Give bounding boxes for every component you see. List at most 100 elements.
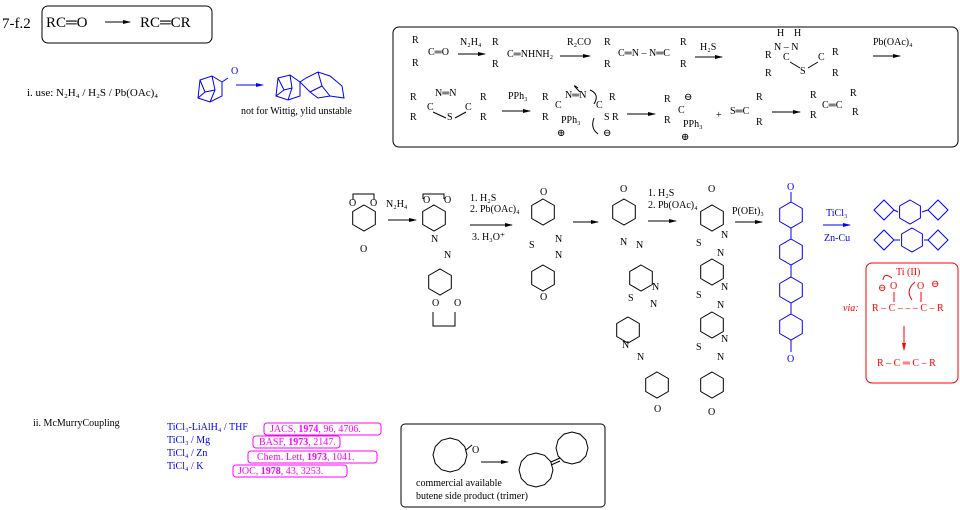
ring — [700, 204, 724, 232]
s-label: S — [529, 240, 535, 251]
r-label: R — [664, 115, 671, 126]
n-label: N — [620, 237, 627, 248]
ring — [779, 276, 803, 304]
n-label: N — [650, 299, 657, 310]
n-label: N — [622, 340, 629, 351]
adamantanone-structure — [197, 75, 229, 103]
reference-box — [232, 464, 348, 478]
o-label: O — [654, 404, 661, 415]
ring — [612, 198, 636, 226]
adamantanone-oxygen: O — [231, 66, 238, 77]
s-label: S — [696, 238, 702, 249]
o-label: O — [917, 281, 924, 292]
method-i-label: i. use: N₂H₄ / H₂S / Pb(OAc)₄ — [27, 87, 158, 99]
ring — [927, 229, 949, 251]
o-label: O — [890, 281, 897, 292]
ring — [422, 204, 446, 232]
r-label: R — [765, 50, 772, 61]
method-ii-label: ii. McMurryCoupling — [33, 418, 120, 429]
h-label: H — [777, 28, 784, 39]
ring — [779, 313, 803, 341]
r-label: R — [765, 68, 772, 79]
pph3-label: PPh₃ — [561, 115, 581, 126]
s-label: S — [447, 112, 453, 123]
ring — [901, 227, 923, 253]
s-label: S — [628, 293, 634, 304]
title-box — [41, 5, 213, 44]
reagent-n2h4: N₂H₄ — [386, 199, 408, 210]
r-label: R — [664, 94, 671, 105]
reagent-item: TiCl₃-LiAlH₄ / THF — [167, 422, 248, 433]
bond — [432, 111, 467, 119]
r-label: R — [756, 92, 763, 103]
s-label: S — [696, 342, 702, 353]
ring — [629, 264, 653, 292]
o-label: O — [708, 184, 715, 195]
minus-charge: ⊖ — [878, 283, 886, 294]
bond — [465, 444, 561, 466]
n-label: N — [444, 250, 451, 261]
c-label: C — [678, 105, 685, 116]
ring-structures — [352, 192, 949, 488]
hydrazone-label: C═NHNH₂ — [507, 49, 553, 60]
reagent-list: TiCl₃-LiAlH₄ / THF TiCl₃ / Mg TiCl₄ / Zn… — [167, 422, 248, 472]
n-label: N — [717, 300, 724, 311]
reference-item: BASF, 1973, 2147. — [259, 437, 336, 448]
minus-charge: ⊖ — [603, 128, 611, 139]
s-label: S — [604, 112, 610, 123]
n-label: N — [636, 240, 643, 251]
r-label: R — [480, 112, 487, 123]
c-label: C — [818, 52, 825, 63]
c-label: C — [465, 102, 472, 113]
s-label: S — [696, 290, 702, 301]
reagent-ticl3: TiCl₃ — [826, 208, 847, 219]
n-label: N — [721, 282, 728, 293]
ring — [428, 268, 452, 296]
r-label: R — [680, 59, 687, 70]
n-label: N — [721, 334, 728, 345]
ring — [531, 198, 555, 226]
thiadiazolidine-nn: N – N — [774, 42, 798, 53]
o-label: O — [370, 198, 377, 209]
step-b2: 2. Pb(OAc)₄ — [648, 200, 698, 211]
ring — [927, 199, 949, 221]
o-label: O — [444, 195, 451, 206]
r-label: R — [492, 37, 499, 48]
thioketone-label: S═C — [730, 106, 750, 117]
via-label: via: — [843, 303, 859, 314]
n-label: N — [431, 234, 438, 245]
r-label: R — [756, 117, 763, 128]
plus-charge: ⊕ — [557, 128, 565, 139]
reagent-n2h4: N₂H₄ — [460, 37, 482, 48]
references: JACS, 1974, 96, 4706. BASF, 1973, 2147. … — [232, 422, 382, 478]
r-label: R — [492, 59, 499, 70]
carbonyl-label: C═O — [428, 47, 449, 58]
method-i-note: not for Wittig, ylid unstable — [241, 106, 352, 117]
ring — [779, 238, 803, 266]
r-label: R — [832, 47, 839, 58]
via-box — [865, 262, 959, 384]
biadamantylidene-structure — [275, 71, 345, 101]
o-label: O — [787, 354, 794, 365]
ring — [899, 199, 921, 225]
product-chain: R – C ═ C – R — [877, 358, 936, 369]
example-note: butene side product (trimer) — [416, 491, 528, 502]
n-label: N — [721, 230, 728, 241]
o-label: O — [540, 187, 547, 198]
mechanism-row-2: R R C N═N C S R R PPh₃ R R C N═N PPh₃ ⊕ … — [410, 85, 859, 143]
ring — [531, 264, 555, 292]
r-label: R — [410, 92, 417, 103]
ring — [873, 199, 895, 221]
r-label: R — [542, 112, 549, 123]
n-label: N — [555, 250, 562, 261]
reagent-item: TiCl₄ / Zn — [167, 448, 207, 459]
ring — [518, 452, 554, 488]
reference-box — [263, 422, 382, 436]
bond — [352, 193, 456, 327]
r-label: R — [832, 68, 839, 79]
reagent-pph3: PPh₃ — [508, 91, 528, 102]
intermediate-chain: R – C – – – C – R — [872, 303, 944, 314]
reference-item: Chem. Lett, 1973, 1041. — [257, 452, 355, 463]
c-label: C — [555, 100, 562, 111]
reference-item: JOC, 1978, 43, 3253. — [238, 466, 323, 477]
